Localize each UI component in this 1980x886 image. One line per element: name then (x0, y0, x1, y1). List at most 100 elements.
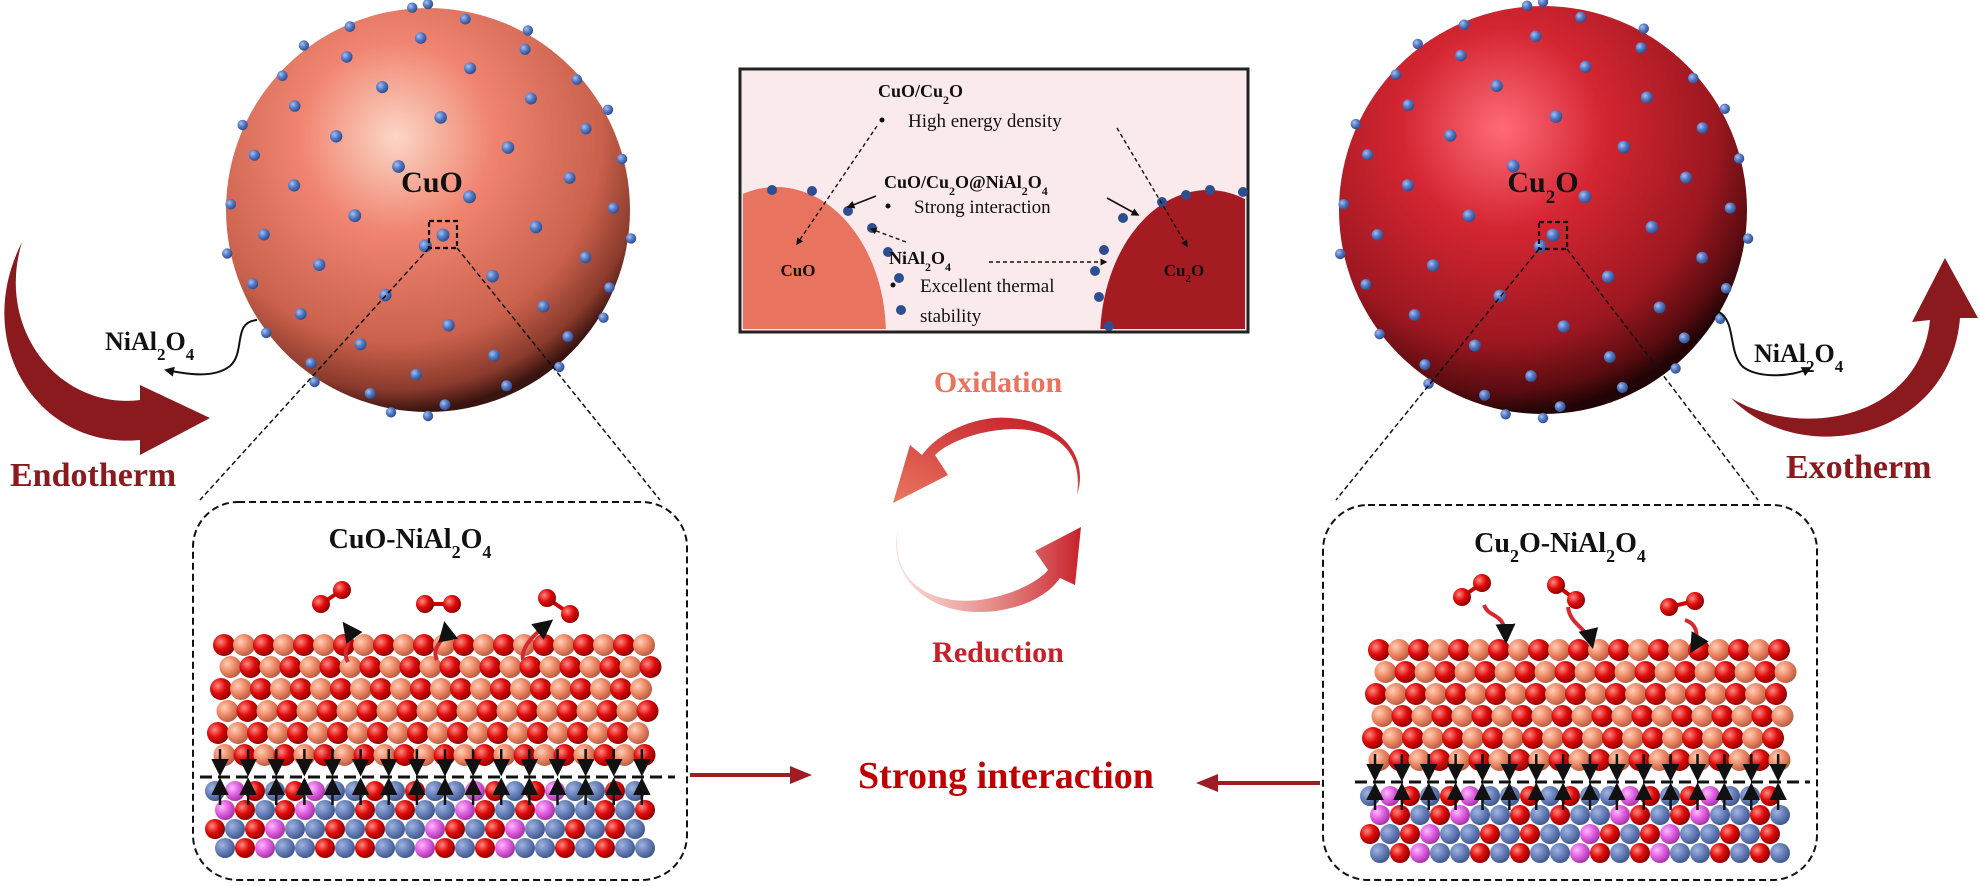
support-particle (1601, 270, 1615, 284)
pointer (796, 125, 878, 246)
support-particle (1638, 23, 1650, 34)
support-particle (524, 92, 537, 105)
atom (1768, 639, 1790, 661)
atom (1742, 727, 1764, 749)
atom (235, 800, 255, 820)
atom (1774, 661, 1797, 683)
atom (1650, 805, 1670, 825)
inset-support-dot (843, 206, 853, 216)
support-particle (563, 171, 576, 184)
atom (250, 678, 272, 700)
atom (1662, 727, 1684, 749)
atom (295, 838, 315, 858)
support-particle (422, 0, 434, 10)
atom (1465, 683, 1487, 705)
atom (1422, 727, 1444, 749)
atom (453, 634, 475, 656)
atom (227, 722, 249, 744)
inset-support-dot (1104, 321, 1114, 331)
atom (530, 678, 552, 700)
atom (1430, 843, 1450, 863)
atom (513, 744, 536, 766)
atom (1574, 661, 1597, 683)
atom (1445, 683, 1467, 705)
support-particle (344, 21, 356, 32)
atom (315, 838, 335, 858)
atom (1728, 749, 1751, 771)
atom (505, 781, 525, 801)
cuo-nial2o4-model: CuO-NiAl2O4 (192, 501, 688, 881)
atom (1468, 749, 1491, 771)
support-particle (1506, 159, 1520, 173)
atom (445, 781, 465, 801)
support-particle (1546, 228, 1560, 242)
inset-nial2o4-dots (767, 185, 1248, 331)
support-particle (1408, 309, 1421, 321)
cu2o-nial2o4-model: Cu2O-NiAl2O4 (1322, 504, 1818, 881)
atom (1510, 805, 1530, 825)
atom (496, 700, 519, 722)
support-particle (1719, 103, 1731, 115)
atom (379, 656, 402, 678)
atom (1374, 661, 1397, 683)
reduction-label: Reduction (932, 636, 1064, 669)
atom (339, 656, 362, 678)
atom (235, 838, 255, 858)
support-particle (1688, 73, 1699, 84)
atom (515, 800, 535, 820)
atom (1708, 639, 1730, 661)
exotherm-label: Exotherm (1786, 449, 1931, 486)
atom (1508, 749, 1531, 771)
atom (255, 838, 275, 858)
atom (1710, 843, 1730, 863)
left-support-callout: NiAl2O4 (105, 319, 258, 377)
atom (233, 634, 255, 656)
support-particle (305, 357, 317, 369)
support-particle (1362, 149, 1374, 161)
atom (455, 800, 475, 820)
atom (1368, 749, 1391, 771)
atom (210, 678, 232, 700)
support-particle (313, 258, 326, 271)
support-particle (580, 123, 592, 135)
bullet (879, 117, 885, 123)
atom (485, 819, 505, 839)
atom (305, 781, 325, 801)
atom (1548, 639, 1570, 661)
atom (1460, 824, 1480, 844)
atom (1751, 705, 1774, 727)
atom (1425, 683, 1447, 705)
atom (1390, 805, 1410, 825)
support-particle (434, 111, 448, 124)
atom (1431, 705, 1454, 727)
atom (295, 800, 315, 820)
support-particle (571, 74, 583, 85)
support-particle (385, 407, 397, 418)
atom (493, 744, 516, 766)
atom (1591, 705, 1614, 727)
model-title: Cu2O-NiAl2O4 (1474, 528, 1646, 566)
atom (1568, 749, 1591, 771)
support-particle (1468, 339, 1481, 352)
atom (395, 800, 415, 820)
atom (1390, 843, 1410, 863)
atom (1750, 843, 1770, 863)
atom (635, 838, 655, 858)
atom (270, 678, 292, 700)
inset-heading-2: CuO/Cu2O@NiAl2O4 (884, 172, 1048, 198)
support-particle (298, 40, 310, 51)
atom (405, 819, 425, 839)
inset-support-dot (767, 185, 777, 195)
atom (305, 819, 325, 839)
inset-support-dot (1157, 197, 1167, 207)
atom (1525, 683, 1547, 705)
atom (476, 700, 499, 722)
support-particle (294, 308, 307, 320)
atom (1631, 705, 1654, 727)
atom (393, 634, 415, 656)
atom (1730, 843, 1750, 863)
support-particle (529, 220, 543, 234)
support-particle (340, 51, 353, 63)
atom (1360, 786, 1380, 806)
